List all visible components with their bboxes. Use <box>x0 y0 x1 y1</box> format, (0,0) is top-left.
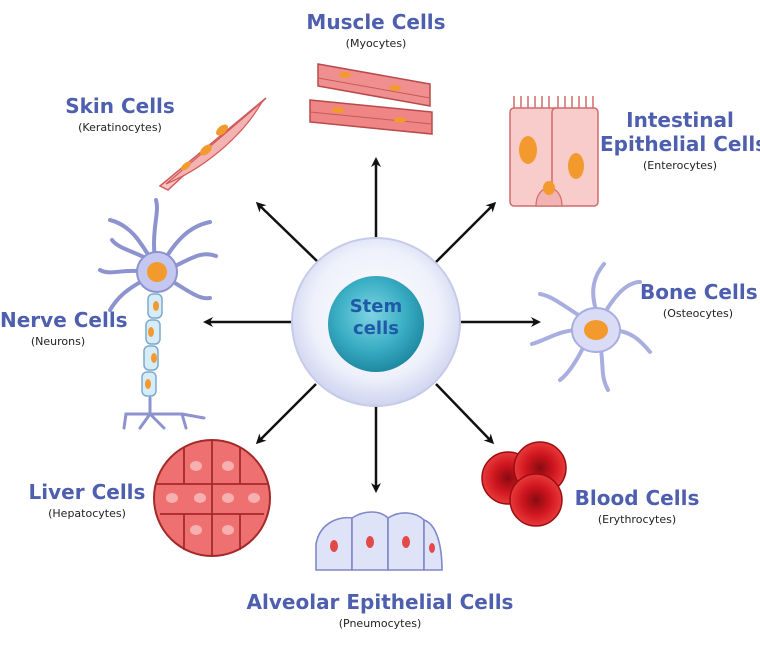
label-blood-subtitle: (Erythrocytes) <box>597 513 677 526</box>
label-intestinal-subtitle: (Enterocytes) <box>643 159 717 172</box>
label-alveolar-subtitle: (Pneumocytes) <box>338 617 422 630</box>
label-nerve: Nerve Cells (Neurons) <box>0 308 128 350</box>
label-liver: Liver Cells (Hepatocytes) <box>26 480 148 522</box>
arrow-to-blood <box>435 383 495 445</box>
label-bone: Bone Cells (Osteocytes) <box>640 280 758 322</box>
bone-nucleus <box>584 320 608 340</box>
label-bone-subtitle: (Osteocytes) <box>662 307 734 320</box>
arrow-to-intestinal <box>435 201 497 263</box>
label-muscle-subtitle: (Myocytes) <box>345 37 407 50</box>
label-blood: Blood Cells (Erythrocytes) <box>570 486 704 528</box>
blood-cell-illustration <box>481 441 567 527</box>
skin-cell-illustration <box>158 97 267 191</box>
label-blood-title: Blood Cells <box>574 486 700 510</box>
stem-nucleus <box>328 276 424 372</box>
label-alveolar: Alveolar Epithelial Cells (Pneumocytes) <box>240 590 520 632</box>
muscle-cell-illustration <box>309 63 433 135</box>
arrow-to-skin <box>255 201 319 263</box>
liver-cell-illustration <box>153 439 271 557</box>
nerve-nucleus <box>147 262 167 282</box>
stem-cells-label: Stem cells <box>349 296 403 339</box>
label-skin-title: Skin Cells <box>65 94 175 118</box>
arrows <box>203 157 541 493</box>
label-intestinal-title-2: Epithelial Cells <box>600 132 760 156</box>
label-skin-subtitle: (Keratinocytes) <box>78 121 162 134</box>
nerve-cell-illustration <box>98 198 218 430</box>
stem-cell <box>291 237 461 407</box>
label-alveolar-title: Alveolar Epithelial Cells <box>246 590 514 614</box>
label-liver-title: Liver Cells <box>28 480 146 504</box>
arrow-to-liver <box>255 383 317 445</box>
label-nerve-title: Nerve Cells <box>0 308 128 332</box>
alveolar-cell-illustration <box>315 511 443 571</box>
label-intestinal: Intestinal Epithelial Cells (Enterocytes… <box>600 108 760 174</box>
label-bone-title: Bone Cells <box>640 280 758 304</box>
bone-cell-illustration <box>530 262 652 392</box>
label-muscle-title: Muscle Cells <box>306 10 446 34</box>
label-intestinal-title-1: Intestinal <box>626 108 734 132</box>
label-skin: Skin Cells (Keratinocytes) <box>50 94 190 136</box>
label-muscle: Muscle Cells (Myocytes) <box>296 10 456 52</box>
label-nerve-subtitle: (Neurons) <box>30 335 86 348</box>
intestinal-cell-illustration <box>509 96 599 207</box>
label-liver-subtitle: (Hepatocytes) <box>48 507 126 520</box>
